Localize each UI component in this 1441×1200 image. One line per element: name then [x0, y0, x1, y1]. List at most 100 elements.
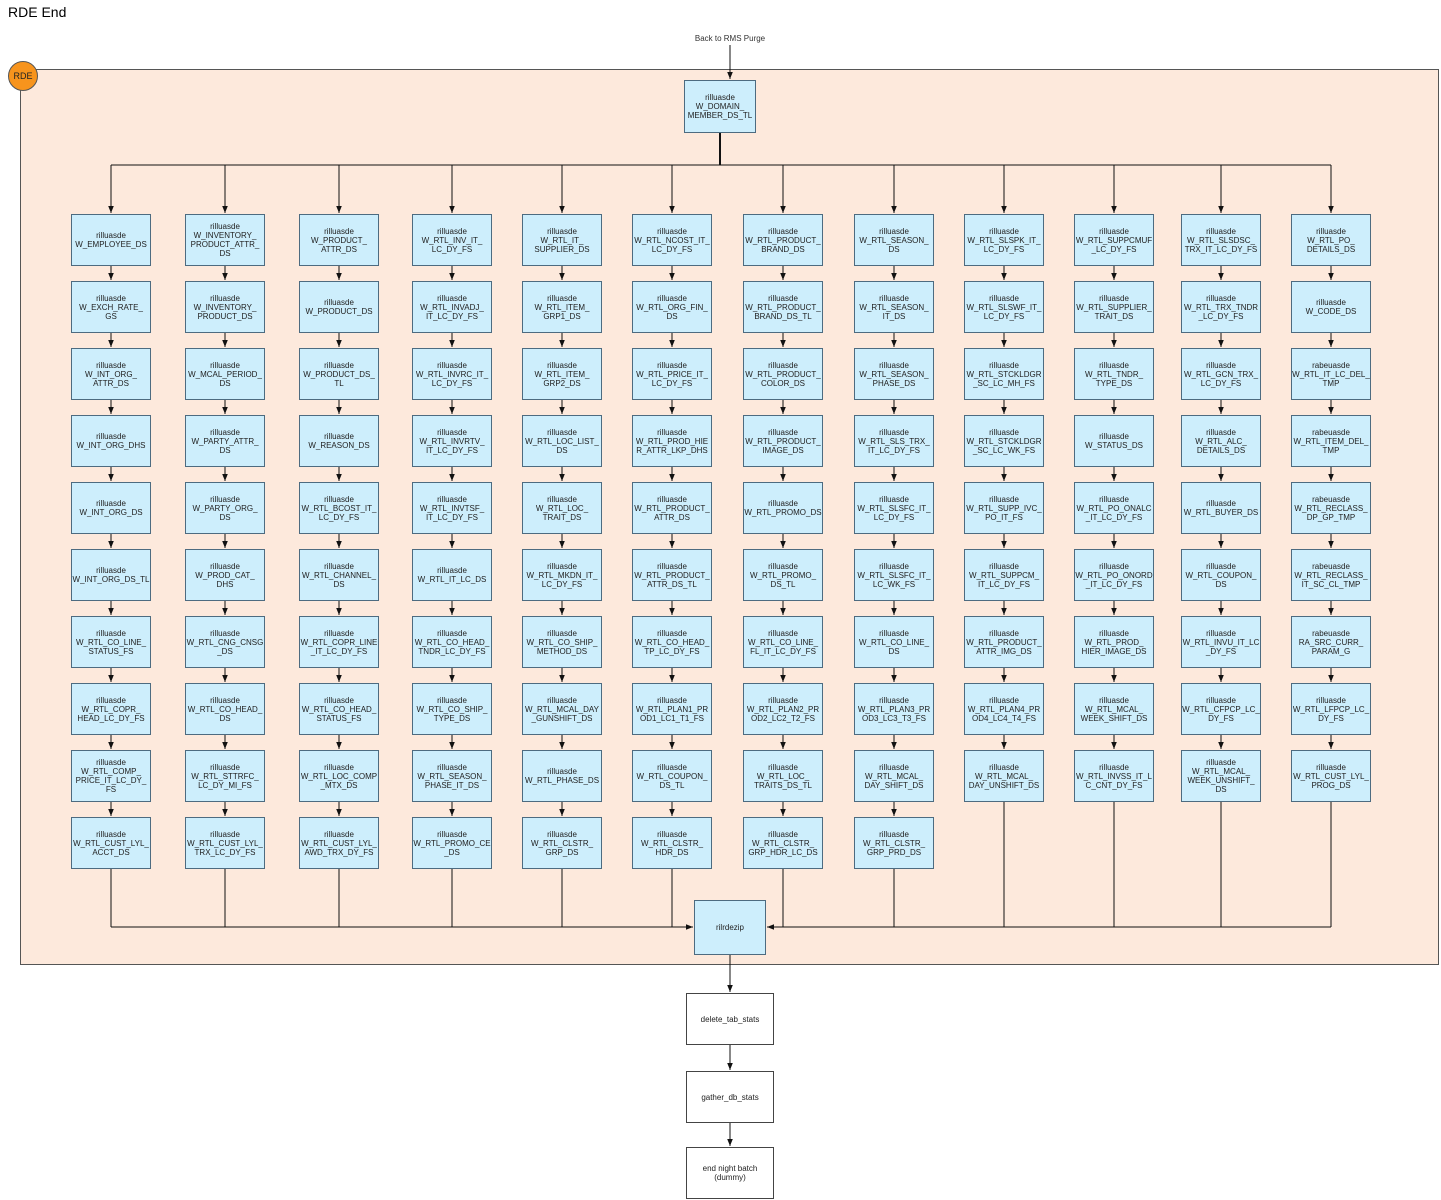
node-tail-2[interactable]: gather_db_stats: [686, 1071, 774, 1123]
node-join[interactable]: rilrdezip: [694, 900, 766, 955]
node-tail-3[interactable]: end night batch(dummy): [686, 1147, 774, 1199]
